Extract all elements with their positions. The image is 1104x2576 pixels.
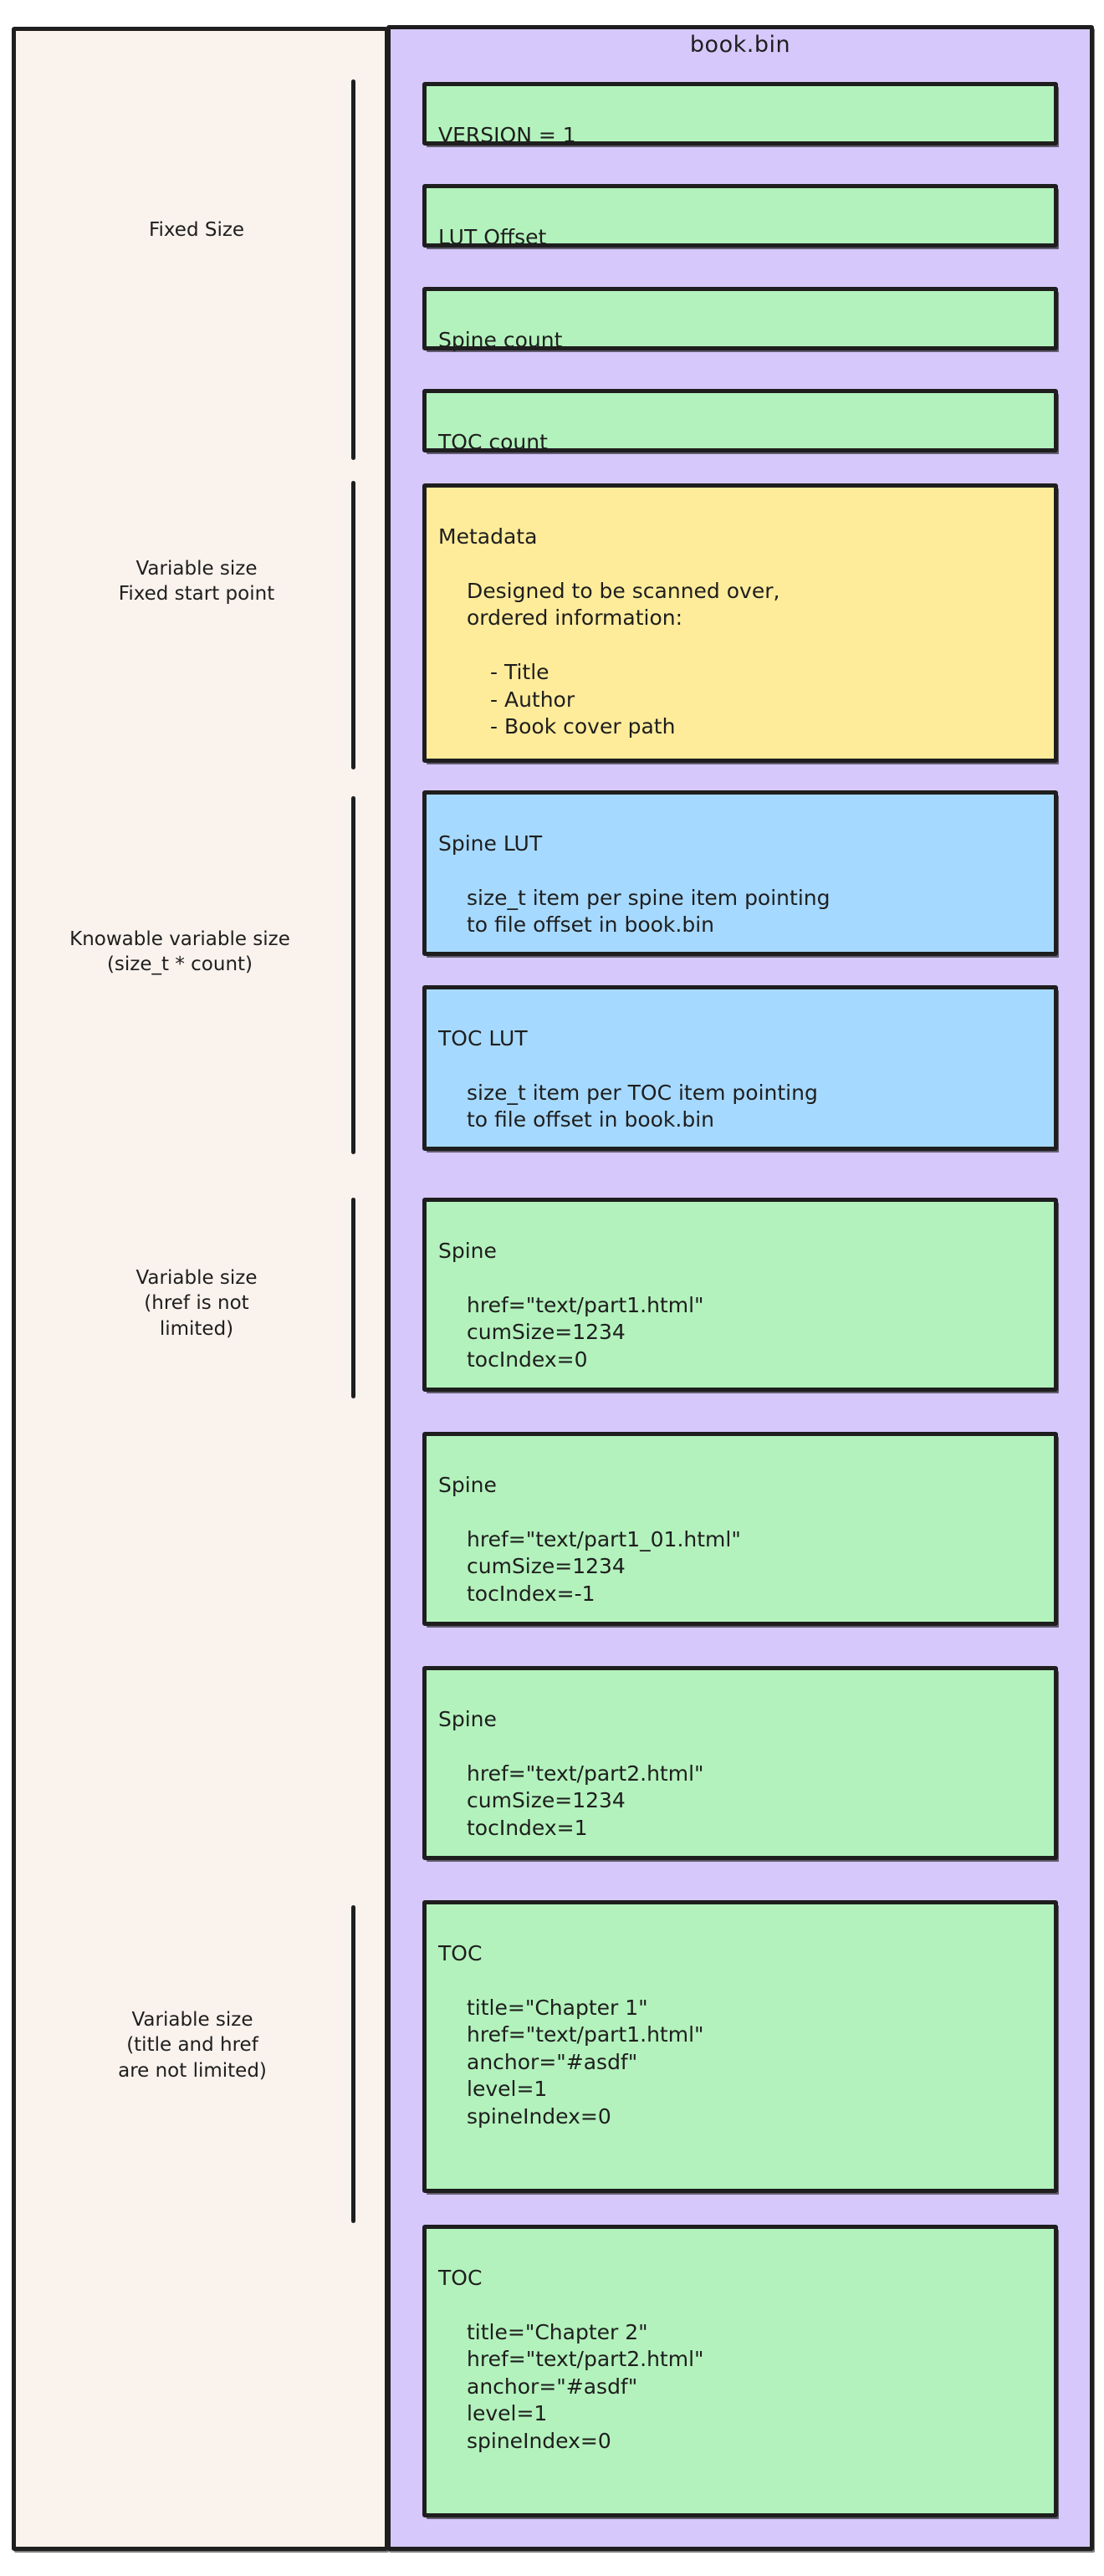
section-head: Spine <box>438 1706 497 1731</box>
section-body: Designed to be scanned over, ordered inf… <box>467 578 780 631</box>
section-head: TOC <box>438 1940 483 1965</box>
section-box-lut-offset: LUT Offset <box>422 184 1058 249</box>
section-box-spine-3: Spine href="text/part2.html" cumSize=123… <box>422 1666 1058 1860</box>
section-body: href="text/part1.html" cumSize=1234 tocI… <box>467 1292 704 1372</box>
section-box-spine-lut: Spine LUT size_t item per spine item poi… <box>422 790 1058 956</box>
section-head: Spine count <box>438 327 563 352</box>
section-body: href="text/part1_01.html" cumSize=1234 t… <box>467 1526 741 1606</box>
section-head: Metadata <box>438 524 538 549</box>
group-label-fixed-size: Fixed Size <box>148 219 245 241</box>
section-body: href="text/part2.html" cumSize=1234 tocI… <box>467 1761 704 1840</box>
section-head: LUT Offset <box>438 224 547 249</box>
section-box-toc-1: TOC title="Chapter 1" href="text/part1.h… <box>422 1900 1058 2193</box>
section-box-spine-2: Spine href="text/part1_01.html" cumSize=… <box>422 1432 1058 1626</box>
group-label-knowable-variable: Knowable variable size (size_t * count) <box>69 928 290 976</box>
bracket-variable-fixed-start <box>351 481 355 769</box>
bracket-knowable-variable <box>351 796 355 1154</box>
section-body: size_t item per spine item pointing to f… <box>467 885 831 938</box>
group-label-variable-href: Variable size (href is not limited) <box>135 1267 258 1340</box>
section-head: TOC LUT <box>438 1025 528 1050</box>
section-box-toc-lut: TOC LUT size_t item per TOC item pointin… <box>422 985 1058 1151</box>
section-box-metadata: Metadata Designed to be scanned over, or… <box>422 483 1058 763</box>
section-body: title="Chapter 1" href="text/part1.html"… <box>467 1995 704 2129</box>
bracket-fixed-size <box>351 79 355 460</box>
section-head: TOC <box>438 2265 483 2290</box>
left-annotation-panel <box>12 27 388 2551</box>
section-head: Spine <box>438 1238 497 1263</box>
section-head: TOC count <box>438 429 548 454</box>
section-sub: - Title - Author - Book cover path <box>490 660 676 739</box>
section-head: VERSION = 1 <box>438 122 576 147</box>
section-box-spine-count: Spine count <box>422 287 1058 352</box>
section-head: Spine LUT <box>438 831 543 856</box>
group-label-variable-title-href: Variable size (title and href are not li… <box>118 2009 267 2082</box>
group-label-variable-fixed-start: Variable size Fixed start point <box>118 558 275 606</box>
bracket-variable-title-href <box>351 1905 355 2223</box>
section-box-toc-2: TOC title="Chapter 2" href="text/part2.h… <box>422 2225 1058 2517</box>
section-box-toc-count: TOC count <box>422 389 1058 454</box>
section-head: Spine <box>438 1472 497 1497</box>
section-body: title="Chapter 2" href="text/part2.html"… <box>467 2319 704 2453</box>
section-box-spine-1: Spine href="text/part1.html" cumSize=123… <box>422 1198 1058 1392</box>
bracket-variable-href <box>351 1198 355 1398</box>
file-title: book.bin <box>689 32 791 58</box>
section-box-version: VERSION = 1 <box>422 82 1058 147</box>
section-body: size_t item per TOC item pointing to fil… <box>467 1080 818 1132</box>
